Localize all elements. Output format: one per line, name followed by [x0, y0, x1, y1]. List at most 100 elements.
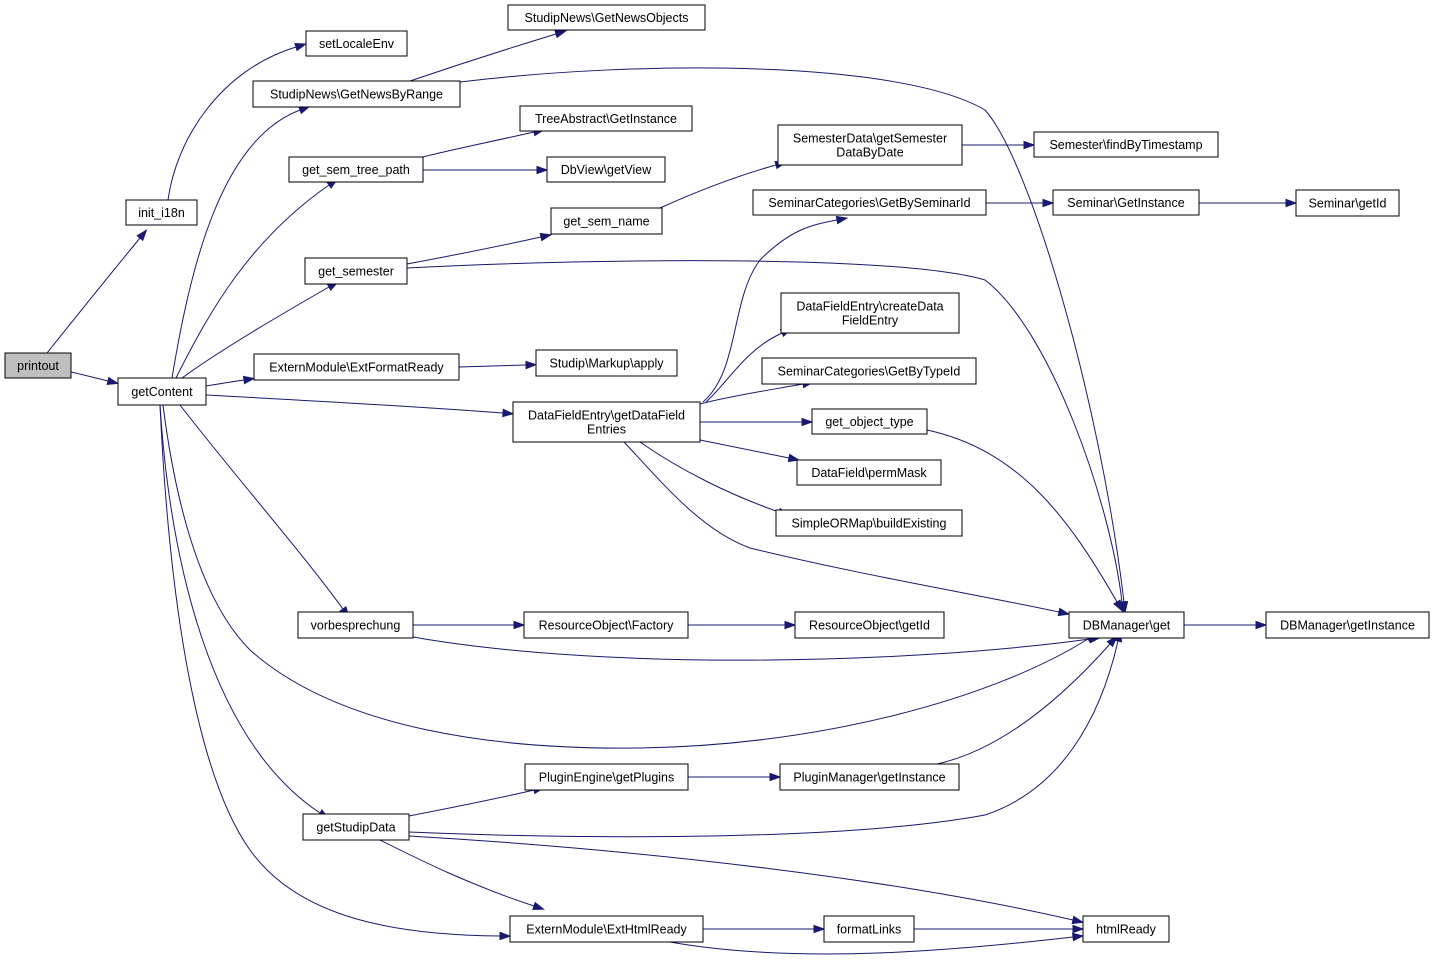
edge-get-content-to-get-news-by-range: [171, 105, 311, 379]
node-db-view-get-view[interactable]: DbView\getView: [546, 156, 666, 183]
node-box: [117, 377, 207, 406]
node-box: [288, 156, 424, 183]
node-box: [811, 408, 928, 435]
node-label: DataFieldEntry\createData: [796, 300, 943, 314]
node-get-by-seminar-id[interactable]: SeminarCategories\GetBySeminarId: [752, 189, 987, 216]
node-printout[interactable]: printout: [4, 352, 72, 379]
node-tree-get-instance[interactable]: TreeAbstract\GetInstance: [519, 105, 693, 132]
edge-ext-format-ready-to-markup-apply: [458, 360, 538, 370]
node-label: vorbesprechung: [311, 619, 401, 633]
node-get-news-objects[interactable]: StudipNews\GetNewsObjects: [507, 4, 706, 31]
node-plugin-engine-get-plugins[interactable]: PluginEngine\getPlugins: [524, 763, 689, 791]
node-dbmanager-get-instance[interactable]: DBManager\getInstance: [1265, 611, 1430, 639]
node-get-by-type-id[interactable]: SeminarCategories\GetByTypeId: [761, 357, 977, 385]
node-set-locale-env[interactable]: setLocaleEnv: [305, 30, 408, 57]
node-get-studip-data[interactable]: getStudipData: [302, 813, 410, 841]
edge-get-content-to-ext-html-ready: [159, 404, 512, 941]
node-box: [775, 509, 963, 537]
node-get-content[interactable]: getContent: [117, 377, 207, 406]
node-plugin-manager-get-instance[interactable]: PluginManager\getInstance: [779, 763, 960, 791]
node-label: StudipNews\GetNewsByRange: [270, 88, 443, 102]
node-box: [252, 80, 461, 108]
function-nodes: printoutinit_i18ngetContentsetLocaleEnvS…: [4, 4, 1430, 943]
node-label: init_i18n: [138, 206, 185, 220]
node-box: [1082, 915, 1170, 943]
node-get-news-by-range[interactable]: StudipNews\GetNewsByRange: [252, 80, 461, 108]
edge-get-data-field-entries-to-get-object-type: [700, 417, 814, 427]
node-dbmanager-get[interactable]: DBManager\get: [1068, 611, 1185, 639]
edge-get-by-seminar-id-to-seminar-get-instance: [986, 198, 1055, 208]
node-label: get_sem_tree_path: [302, 163, 410, 177]
edge-ext-html-ready-to-html-ready: [669, 932, 1085, 955]
node-label: ResourceObject\Factory: [539, 619, 675, 633]
node-label: getContent: [131, 385, 193, 399]
edge-get-studip-data-to-plugin-engine-get-plugins: [408, 785, 546, 817]
node-box: [125, 199, 198, 226]
node-box: [304, 257, 408, 285]
node-box: [523, 611, 689, 639]
node-box: [302, 813, 410, 841]
call-edges: [46, 30, 1298, 955]
node-html-ready[interactable]: htmlReady: [1082, 915, 1170, 943]
node-label: get_semester: [318, 265, 394, 279]
edge-init-i18n-to-set-locale-env: [167, 43, 307, 201]
node-box: [1295, 189, 1400, 217]
node-get-sem-name[interactable]: get_sem_name: [550, 207, 663, 235]
node-label: DBManager\get: [1083, 619, 1171, 633]
node-box: [796, 459, 942, 486]
node-box: [777, 124, 963, 166]
node-seminar-get-instance[interactable]: Seminar\GetInstance: [1052, 189, 1200, 216]
node-get-sem-tree-path[interactable]: get_sem_tree_path: [288, 156, 424, 183]
node-box: [1033, 131, 1219, 158]
node-semester-find-by-timestamp[interactable]: Semester\findByTimestamp: [1033, 131, 1219, 158]
node-markup-apply[interactable]: Studip\Markup\apply: [535, 349, 678, 377]
node-box: [1265, 611, 1430, 639]
edge-seminar-get-instance-to-seminar-get-id: [1199, 198, 1298, 208]
node-box: [4, 352, 72, 379]
node-label: getStudipData: [316, 821, 395, 835]
node-perm-mask[interactable]: DataField\permMask: [796, 459, 942, 486]
node-label: DataByDate: [836, 146, 903, 160]
node-box: [546, 156, 666, 183]
edge-get-content-to-dbmanager-get: [162, 404, 1098, 749]
edge-vorbesprechung-to-dbmanager-get: [412, 634, 1102, 661]
node-format-links[interactable]: formatLinks: [823, 915, 915, 943]
node-box: [823, 915, 915, 943]
node-box: [752, 189, 987, 216]
node-label: SimpleORMap\buildExisting: [792, 517, 947, 531]
node-label: StudipNews\GetNewsObjects: [525, 11, 689, 25]
node-label: Seminar\getId: [1309, 197, 1387, 211]
node-get-object-type[interactable]: get_object_type: [811, 408, 928, 435]
node-vorbesprechung[interactable]: vorbesprechung: [297, 611, 414, 639]
node-resource-factory[interactable]: ResourceObject\Factory: [523, 611, 689, 639]
edge-get-data-field-entries-to-dbmanager-get: [623, 441, 1071, 617]
edge-get-studip-data-to-dbmanager-get: [408, 629, 1123, 838]
node-box: [297, 611, 414, 639]
edge-get-data-field-entries-to-perm-mask: [699, 439, 801, 463]
node-label: get_object_type: [825, 415, 913, 429]
node-get-semester[interactable]: get_semester: [304, 257, 408, 285]
node-label: DataFieldEntry\getDataField: [528, 409, 685, 423]
node-ext-html-ready[interactable]: ExternModule\ExtHtmlReady: [509, 915, 704, 943]
edge-get-semester-to-get-sem-name: [406, 232, 553, 265]
node-init-i18n[interactable]: init_i18n: [125, 199, 198, 226]
edge-ext-html-ready-to-format-links: [703, 924, 826, 934]
edge-get-content-to-vorbesprechung: [179, 404, 350, 619]
node-resource-get-id[interactable]: ResourceObject\getId: [794, 611, 945, 639]
edge-plugin-engine-get-plugins-to-plugin-manager-get-instance: [688, 772, 782, 782]
edge-get-content-to-ext-format-ready: [205, 375, 256, 387]
node-box: [519, 105, 693, 132]
node-box: [524, 763, 689, 791]
node-build-existing[interactable]: SimpleORMap\buildExisting: [775, 509, 963, 537]
node-box: [253, 353, 460, 381]
node-label: FieldEntry: [842, 314, 899, 328]
edge-printout-to-get-content: [70, 371, 120, 386]
node-seminar-get-id[interactable]: Seminar\getId: [1295, 189, 1400, 217]
node-ext-format-ready[interactable]: ExternModule\ExtFormatReady: [253, 353, 460, 381]
node-box: [509, 915, 704, 943]
node-label: Entries: [587, 423, 626, 437]
